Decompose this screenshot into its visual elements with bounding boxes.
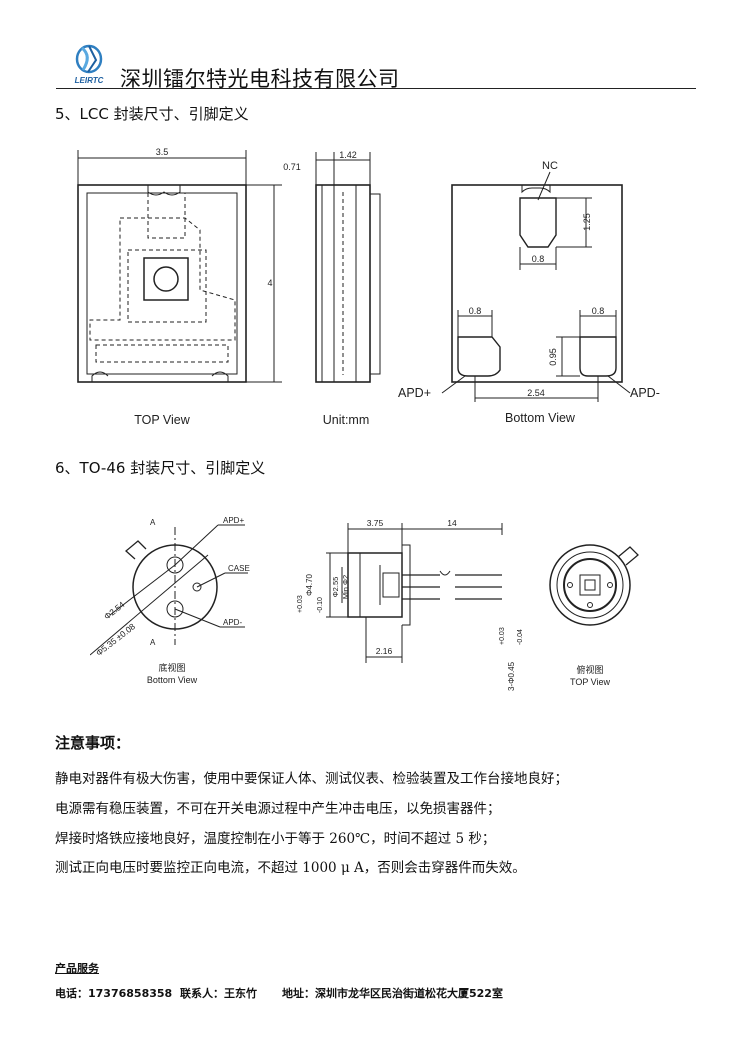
to46-dia-470: Φ4.70 — [305, 573, 314, 596]
lcc-nc-label: NC — [542, 160, 558, 172]
to46-side-view: 3.75 14 Φ4.70 +0.03 -0.10 Φ2.55 Min Φ2 2… — [297, 518, 524, 691]
company-name: 深圳镭尔特光电科技有限公司 — [120, 67, 400, 91]
lcc-top-height: 4 — [267, 278, 272, 288]
to46-dim-375: 3.75 — [367, 518, 384, 528]
lcc-bottom-view-label: Bottom View — [505, 411, 576, 425]
address: 地址：深圳市龙华区民治街道松花大厦522室 — [282, 987, 503, 1000]
lcc-nc-width: 0.8 — [532, 254, 545, 264]
to46-body-dia: Φ5.35 ±0.08 — [94, 621, 137, 658]
to46-lead-dia: 3-Φ0.45 — [507, 661, 516, 691]
lcc-pad-height: 0.95 — [548, 348, 558, 366]
to46-tol-470-plus: +0.03 — [297, 595, 304, 613]
to46-min-2: Min Φ2 — [341, 575, 350, 599]
notes-title: 注意事项： — [55, 734, 131, 752]
to46-apd-minus: APD- — [223, 618, 242, 627]
section-title-lcc: 5、LCC 封装尺寸、引脚定义 — [55, 105, 249, 123]
lcc-nc-height: 1.25 — [582, 213, 592, 231]
phone-number: 电话：17376858358 — [55, 987, 173, 1000]
to46-dim-14: 14 — [447, 518, 457, 528]
lcc-top-width: 3.5 — [156, 147, 169, 157]
lcc-top-view: 3.5 4 TOP View — [77, 147, 282, 427]
to46-apd-plus: APD+ — [223, 516, 244, 525]
lcc-package-drawing: 3.5 4 TOP View 0.71 1.42 Unit:mm NC — [77, 147, 660, 427]
lcc-pad-right-width: 0.8 — [592, 306, 605, 316]
lcc-side-view: 0.71 1.42 Unit:mm — [283, 150, 381, 427]
logo-text: LEIRTC — [75, 76, 104, 85]
lcc-pad-left-width: 0.8 — [469, 306, 482, 316]
to46-bottom-label-cn: 底视图 — [158, 662, 185, 673]
note-item: 测试正向电压时要监控正向电流，不超过 1000 μ A，否则会击穿器件而失效。 — [55, 860, 526, 876]
section-title-to46: 6、TO-46 封装尺寸、引脚定义 — [55, 459, 266, 477]
to46-a-top: A — [150, 518, 156, 527]
note-item: 电源需有稳压装置，不可在开关电源过程中产生冲击电压，以免损害器件； — [55, 801, 501, 817]
to46-a-bottom: A — [150, 638, 156, 647]
to46-dia-255: Φ2.55 — [331, 577, 340, 598]
to46-dim-216: 2.16 — [376, 646, 393, 656]
to46-tol-470-minus: -0.10 — [317, 597, 324, 613]
lcc-apd-plus-label: APD+ — [398, 386, 431, 400]
lcc-side-dim-a: 0.71 — [283, 162, 301, 172]
lcc-top-view-label: TOP View — [134, 413, 191, 427]
lcc-side-dim-b: 1.42 — [339, 150, 357, 160]
contact-person: 联系人：王东竹 — [180, 987, 257, 1000]
product-service-heading: 产品服务 — [55, 962, 99, 975]
to46-top-view: 俯视图 TOP View — [549, 544, 639, 687]
header-rule — [56, 88, 696, 89]
to46-pin-circle: Φ2.54 — [102, 599, 127, 621]
to46-lead-tol-minus: -0.04 — [517, 629, 524, 645]
to46-bottom-view: A A APD+ CASE APD- Φ2.54 Φ5.35 ±0.08 底视图… — [90, 516, 250, 685]
to46-case: CASE — [228, 564, 250, 573]
note-item: 静电对器件有极大伤害，使用中要保证人体、测试仪表、检验装置及工作台接地良好； — [55, 771, 568, 787]
to46-lead-tol-plus: +0.03 — [499, 627, 506, 645]
lcc-bottom-view: NC 1.25 0.8 0.8 0.8 0.95 2.54 APD+ APD- … — [398, 160, 660, 425]
lcc-unit-label: Unit:mm — [323, 413, 370, 427]
note-item: 焊接时烙铁应接地良好，温度控制在小于等于 260℃，时间不超过 5 秒； — [55, 831, 496, 847]
to46-top-label-cn: 俯视图 — [576, 664, 603, 675]
lcc-apd-minus-label: APD- — [630, 386, 660, 400]
company-logo: LEIRTC — [75, 44, 104, 85]
lcc-pin-pitch: 2.54 — [527, 388, 545, 398]
to46-package-drawing: A A APD+ CASE APD- Φ2.54 Φ5.35 ±0.08 底视图… — [90, 516, 639, 691]
to46-bottom-label-en: Bottom View — [147, 675, 198, 685]
to46-top-label-en: TOP View — [570, 677, 611, 687]
